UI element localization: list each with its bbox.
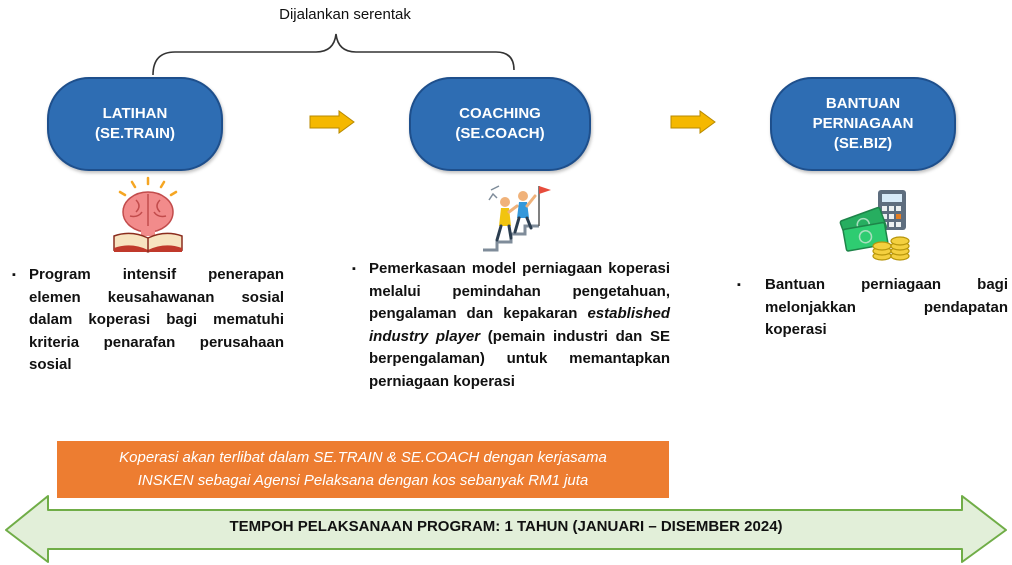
bullet-text: Program intensif penerapan elemen keusah… (29, 266, 284, 373)
teamwork-stairs-icon (483, 185, 551, 252)
stage-title: LATIHAN (102, 104, 168, 122)
stage-code: (SE.TRAIN) (95, 125, 175, 142)
bullet-text: Bantuan perniagaan bagi melonjakkan pend… (765, 276, 1008, 338)
stage-code: (SE.COACH) (455, 125, 545, 142)
stage-se-coach: COACHING (SE.COACH) (409, 77, 591, 171)
timeline-label: TEMPOH PELAKSANAAN PROGRAM: 1 TAHUN (JAN… (229, 518, 783, 535)
stage-se-train: LATIHAN (SE.TRAIN) (47, 77, 223, 171)
money-calculator-icon (839, 190, 910, 261)
stage-title: BANTUAN (825, 94, 901, 112)
bullet-se-biz: ▪ Bantuan perniagaan bagi melonjakkan pe… (737, 274, 1008, 342)
timeline-double-arrow (5, 495, 1007, 563)
right-arrow-icon (670, 110, 716, 134)
right-arrow-icon (309, 110, 355, 134)
bullet-se-coach: ▪ Pemerkasaan model perniagaan koperasi … (352, 258, 670, 393)
curly-brace-connector (152, 33, 515, 76)
bullet-text: Pemerkasaan model perniagaan koperasi me… (369, 260, 670, 322)
note-line-1: Koperasi akan terlibat dalam SE.TRAIN & … (119, 449, 607, 466)
stage-title: COACHING (459, 104, 541, 122)
implementation-note: Koperasi akan terlibat dalam SE.TRAIN & … (57, 441, 669, 498)
stage-se-biz: BANTUAN PERNIAGAAN (SE.BIZ) (770, 77, 956, 171)
stage-title-2: PERNIAGAAN (812, 114, 914, 132)
bullet-text-cont: (pemain industri dan SE berpengalaman) u… (369, 327, 670, 390)
note-line-2: INSKEN sebagai Agensi Pelaksana dengan k… (137, 471, 589, 489)
brain-book-icon (113, 176, 183, 253)
brace-label: Dijalankan serentak (279, 6, 411, 23)
bullet-se-train: ▪ Program intensif penerapan elemen keus… (12, 264, 284, 377)
stage-code: (SE.BIZ) (833, 135, 893, 153)
bullet-text-italic: established industry player (369, 305, 670, 345)
bullet-marker: ▪ (352, 263, 356, 275)
bullet-marker: ▪ (737, 279, 741, 291)
bullet-marker: ▪ (12, 269, 16, 281)
